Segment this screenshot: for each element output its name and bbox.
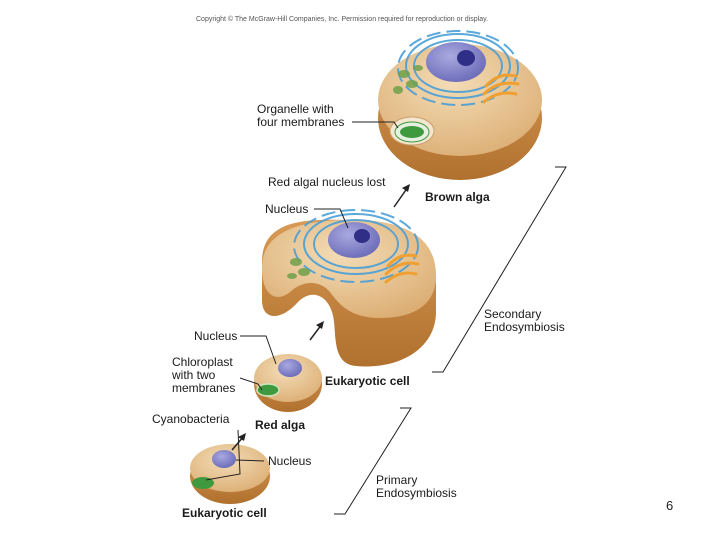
bottom-eukaryotic-cell (190, 444, 270, 504)
label-organelle-four-membranes: Organelle with four membranes (257, 103, 344, 129)
bracket-secondary (432, 166, 567, 373)
brown-alga-er (397, 30, 519, 106)
brown-alga-nucleus (426, 42, 486, 82)
four-membrane-organelle (389, 116, 435, 146)
brown-alga-golgi (482, 73, 520, 104)
middle-eukaryotic-cell (262, 209, 436, 367)
label-cyanobacteria: Cyanobacteria (152, 412, 230, 426)
label-primary-endosymbiosis: Primary Endosymbiosis (376, 474, 457, 500)
leader-lines (205, 121, 399, 481)
label-secondary-line1: Secondary (484, 307, 542, 321)
label-red-alga: Red alga (255, 418, 306, 432)
middle-cell-nucleolus (354, 229, 370, 243)
label-eukaryotic-cell-mid: Eukaryotic cell (325, 374, 410, 388)
middle-cell-er (293, 209, 419, 283)
arrows (231, 184, 410, 451)
arrowhead-engulf (316, 321, 324, 329)
label-secondary-endosymbiosis: Secondary Endosymbiosis (484, 308, 565, 334)
label-eukaryotic-cell-bottom: Eukaryotic cell (182, 506, 267, 520)
brown-alga-nucleolus (457, 50, 475, 66)
middle-cell-nucleus (328, 222, 380, 258)
leader-nucleus-mid (240, 335, 277, 365)
leader-nucleus-bottom (235, 459, 265, 462)
brown-alga-cell (378, 30, 542, 180)
label-secondary-line2: Endosymbiosis (484, 320, 565, 334)
brackets (334, 166, 567, 515)
label-chloroplast-line2: with two (172, 368, 216, 382)
leader-nucleus-top (314, 208, 349, 229)
brown-alga-plastids (393, 65, 423, 94)
copyright-notice: Copyright © The McGraw-Hill Companies, I… (196, 16, 489, 23)
red-alga-nucleus (278, 359, 302, 377)
label-nucleus-mid: Nucleus (194, 329, 238, 343)
arrowhead-red-alga (238, 433, 246, 441)
middle-cell-body (262, 220, 436, 318)
label-red-algal-nucleus-lost: Red algal nucleus lost (268, 175, 386, 189)
leader-organelle-four (352, 121, 399, 129)
label-nucleus-bottom: Nucleus (268, 454, 312, 468)
label-chloroplast-line3: membranes (172, 381, 236, 395)
label-organelle-line1: Organelle with (257, 102, 334, 116)
red-alga-cell (254, 354, 322, 412)
red-alga-chloroplast (256, 383, 280, 397)
label-organelle-line2: four membranes (257, 115, 345, 129)
label-primary-line1: Primary (376, 473, 418, 487)
label-nucleus-top: Nucleus (265, 202, 309, 216)
arrowhead-brown-alga (402, 184, 410, 192)
middle-cell-plastids (287, 258, 310, 279)
leader-cyanobacteria (205, 429, 241, 481)
bottom-cell-nucleus (212, 450, 236, 468)
page-number: 6 (666, 498, 674, 513)
label-chloroplast-two-membranes: Chloroplast with two membranes (172, 356, 235, 395)
label-chloroplast-line1: Chloroplast (172, 355, 233, 369)
bracket-primary (334, 407, 412, 515)
middle-cell-golgi (384, 253, 420, 284)
leader-chloroplast (239, 377, 263, 391)
label-brown-alga: Brown alga (425, 190, 490, 204)
label-primary-line2: Endosymbiosis (376, 486, 457, 500)
